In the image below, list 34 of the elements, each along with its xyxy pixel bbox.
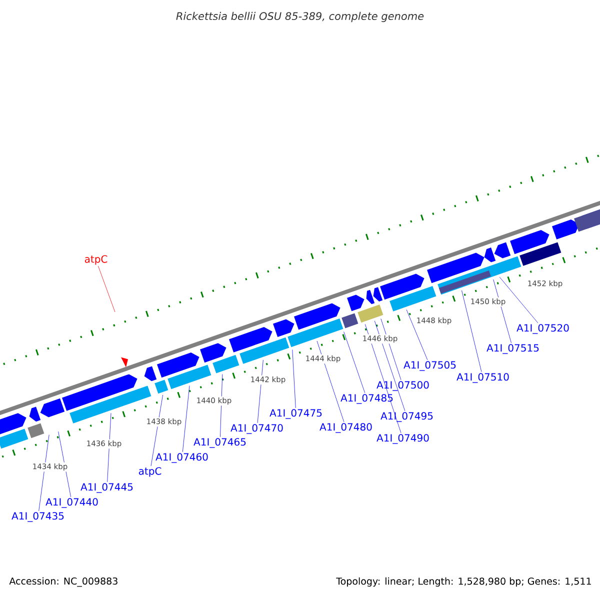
leader-line	[344, 332, 366, 394]
leader-line	[316, 340, 344, 422]
gene-label: A1I_07470	[230, 424, 283, 434]
leader-line	[150, 394, 163, 466]
gene-label: A1I_07475	[270, 409, 322, 419]
gene-label: atpC	[84, 255, 108, 265]
leader-line	[374, 320, 406, 412]
gene-label: A1I_07460	[156, 453, 208, 463]
gene-label: A1I_07445	[80, 483, 133, 493]
gene-label: A1I_07510	[456, 373, 509, 383]
gene-label: A1I_07465	[194, 438, 246, 448]
leader-line	[182, 386, 190, 452]
gene-label: A1I_07495	[380, 412, 433, 422]
leader-line	[406, 310, 428, 360]
leader-line	[499, 276, 538, 324]
leader-line	[364, 324, 402, 434]
gene-label: A1I_07480	[320, 423, 372, 433]
gene-label: atpC	[138, 467, 162, 477]
gene-label: A1I_07515	[486, 344, 539, 354]
gene-label: A1I_07505	[404, 361, 456, 371]
gene-label: A1I_07520	[516, 324, 569, 334]
gene-label: A1I_07490	[376, 434, 429, 444]
leader-line	[107, 412, 112, 482]
gene-label: A1I_07435	[12, 512, 64, 522]
leader-line	[462, 290, 482, 372]
footer-text: Accession: NC_009883	[9, 577, 118, 587]
gene-label: A1I_07440	[46, 498, 98, 508]
title: Rickettsia bellii OSU 85-389, complete genome	[176, 12, 424, 22]
gene-label: A1I_07500	[376, 381, 429, 391]
gene-label: A1I_07485	[340, 394, 393, 404]
leader-line	[98, 266, 116, 312]
leader-line	[38, 434, 50, 512]
leader-line	[292, 350, 296, 408]
footer-text: Topology: linear; Length: 1,528,980 bp; Genes: 1,511	[336, 577, 591, 587]
